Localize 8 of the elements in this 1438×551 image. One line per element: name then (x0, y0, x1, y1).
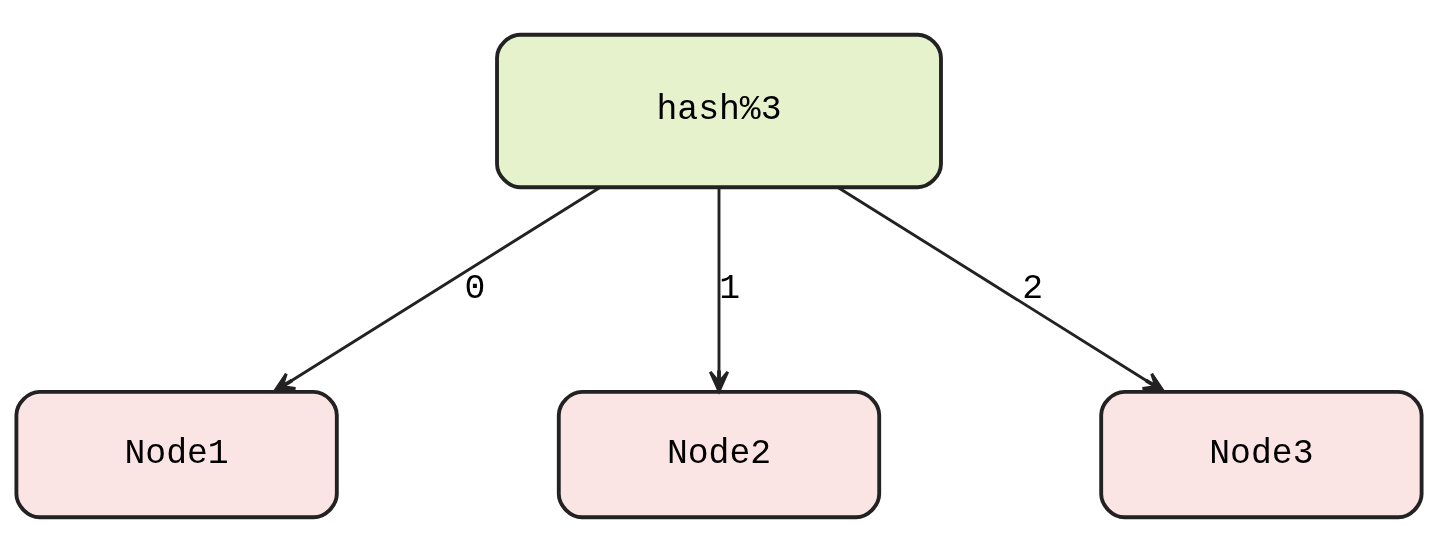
arrow (708, 186, 730, 393)
node-box: Node3 (1099, 389, 1424, 519)
edge-label: 0 (464, 268, 486, 308)
edge-label: 2 (1022, 268, 1044, 308)
edge-label: 1 (719, 268, 741, 308)
node-box: Node2 (556, 389, 882, 519)
node-box: Node1 (14, 389, 339, 519)
node-box: hash%3 (495, 32, 943, 189)
